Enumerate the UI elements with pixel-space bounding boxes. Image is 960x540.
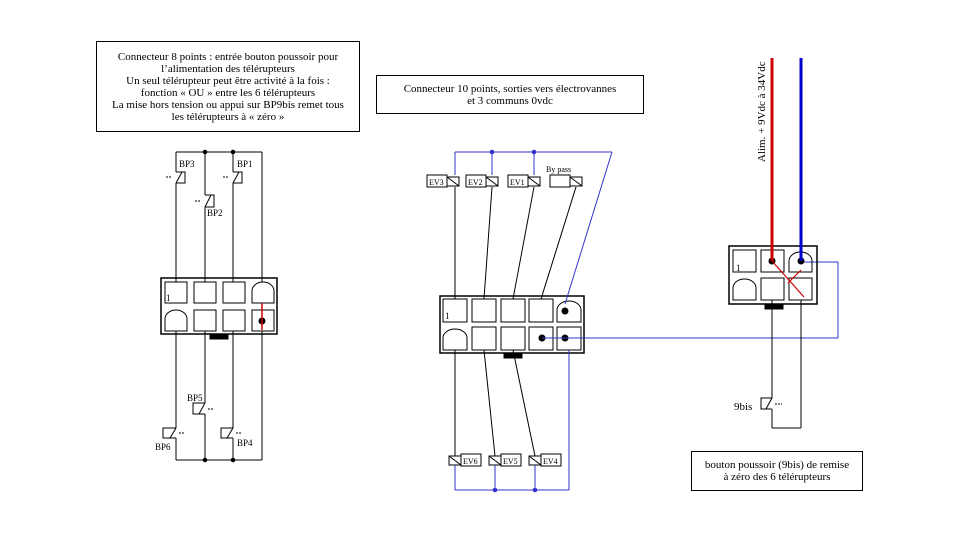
note-line: l’alimentation des télérupteurs bbox=[161, 62, 295, 75]
note-line: et 3 communs 0vdc bbox=[467, 94, 553, 107]
ev6-label: EV6 bbox=[463, 457, 478, 466]
connector-8-points bbox=[160, 277, 278, 340]
pin-1-marker: 1 bbox=[445, 311, 450, 321]
connector-8-wiring bbox=[175, 149, 263, 463]
bypass-label: By pass bbox=[546, 165, 571, 174]
note-line: Connecteur 8 points : entrée bouton pous… bbox=[117, 50, 339, 63]
bp5-switch-symbol bbox=[192, 402, 214, 415]
power-supply-label: Alim. + 9Vdc à 34Vdc bbox=[756, 61, 768, 162]
ev3-label: EV3 bbox=[429, 178, 444, 187]
bp1-label: BP1 bbox=[237, 159, 253, 169]
reset-button-note: bouton poussoir (9bis) de remise à zéro … bbox=[691, 451, 863, 491]
connector-10-points bbox=[439, 295, 585, 359]
bypass-valve-symbol bbox=[549, 174, 583, 188]
pin-1-marker: 1 bbox=[736, 263, 741, 273]
bp3-label: BP3 bbox=[179, 159, 195, 169]
note-line: fonction « OU » entre les 6 télérupteurs bbox=[140, 86, 316, 99]
pin-1-marker: 1 bbox=[166, 293, 171, 303]
note-line: Un seul télérupteur peut être activité à… bbox=[126, 74, 330, 87]
bp4-label: BP4 bbox=[237, 438, 253, 448]
bp2-label: BP2 bbox=[207, 208, 223, 218]
note-line: La mise hors tension ou appui sur BP9bis… bbox=[112, 98, 344, 111]
ev2-label: EV2 bbox=[468, 178, 483, 187]
valve-wiring bbox=[454, 186, 577, 457]
bp3-switch-symbol bbox=[166, 171, 186, 184]
bp6-switch-symbol bbox=[162, 427, 185, 439]
bp6-label: BP6 bbox=[155, 442, 171, 452]
bp4-switch-symbol bbox=[220, 427, 242, 439]
bp2-switch-symbol bbox=[195, 194, 215, 208]
ev4-label: EV4 bbox=[543, 457, 558, 466]
note-line: Connecteur 10 points, sorties vers élect… bbox=[403, 82, 617, 95]
note-line: bouton poussoir (9bis) de remise bbox=[704, 459, 850, 471]
common-junctions bbox=[489, 149, 538, 493]
power-wires bbox=[770, 58, 805, 298]
bp9bis-label: 9bis bbox=[734, 401, 752, 413]
ev1-label: EV1 bbox=[510, 178, 525, 187]
bp1-switch-symbol bbox=[223, 171, 243, 184]
bp9bis-switch-symbol bbox=[760, 397, 782, 410]
ev2-valve-symbol bbox=[465, 174, 499, 188]
note-line: les télérupteurs à « zéro » bbox=[171, 110, 285, 123]
connector-8-note: Connecteur 8 points : entrée bouton pous… bbox=[96, 41, 360, 132]
reset-button-wiring bbox=[771, 300, 802, 429]
ev1-valve-symbol bbox=[507, 174, 541, 188]
ev3-valve-symbol bbox=[426, 174, 460, 188]
common-0vdc-wiring bbox=[454, 151, 839, 491]
connector-10-note: Connecteur 10 points, sorties vers élect… bbox=[376, 75, 644, 114]
ev5-label: EV5 bbox=[503, 457, 518, 466]
note-line: à zéro des 6 télérupteurs bbox=[723, 471, 831, 483]
bp5-label: BP5 bbox=[187, 393, 203, 403]
